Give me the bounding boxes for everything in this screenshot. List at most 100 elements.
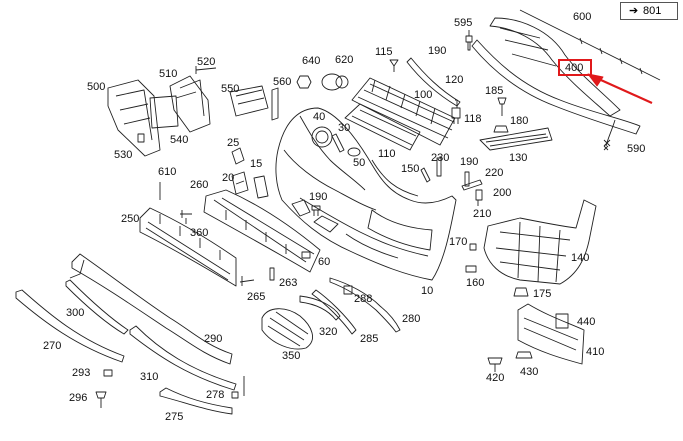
part-50-cap: [347, 147, 361, 157]
part-150-clip: [420, 167, 431, 183]
part-170-clip: [469, 243, 477, 251]
part-label-185[interactable]: 185: [485, 85, 504, 97]
part-350-grille: [261, 308, 313, 350]
part-263-clip: [269, 267, 275, 281]
part-25-clip: [231, 147, 245, 165]
part-115-screw: [389, 59, 399, 72]
part-label-420[interactable]: 420: [486, 372, 505, 384]
part-label-265[interactable]: 265: [247, 291, 266, 303]
part-410-plate-holder: [517, 303, 585, 365]
part-label-530[interactable]: 530: [114, 149, 133, 161]
part-label-190-top[interactable]: 190: [428, 45, 447, 57]
part-label-60[interactable]: 60: [318, 256, 331, 268]
reference-box[interactable]: ➔ 801: [620, 2, 678, 20]
part-label-10[interactable]: 10: [421, 285, 434, 297]
part-230-clip: [436, 157, 442, 177]
part-275-trim: [159, 387, 233, 415]
part-label-296[interactable]: 296: [69, 392, 88, 404]
part-label-640[interactable]: 640: [302, 55, 321, 67]
part-label-520[interactable]: 520: [197, 56, 216, 68]
part-label-160[interactable]: 160: [466, 277, 485, 289]
part-label-40[interactable]: 40: [313, 111, 326, 123]
part-label-230[interactable]: 230: [431, 152, 450, 164]
part-430-nut: [515, 351, 533, 359]
part-label-360[interactable]: 360: [190, 227, 209, 239]
part-label-190-low[interactable]: 190: [309, 191, 328, 203]
part-label-595[interactable]: 595: [454, 17, 473, 29]
part-label-278[interactable]: 278: [206, 389, 225, 401]
part-label-285[interactable]: 285: [360, 333, 379, 345]
part-15-fastener: [253, 175, 269, 199]
part-label-250[interactable]: 250: [121, 213, 140, 225]
part-175-clip: [513, 287, 529, 297]
part-label-30[interactable]: 30: [338, 122, 351, 134]
part-label-320[interactable]: 320: [319, 326, 338, 338]
part-220-clip: [461, 179, 483, 191]
part-label-610[interactable]: 610: [158, 166, 177, 178]
part-label-560[interactable]: 560: [273, 76, 292, 88]
part-label-275[interactable]: 275: [165, 411, 184, 423]
part-label-270[interactable]: 270: [43, 340, 62, 352]
part-560-bracket: [271, 87, 279, 121]
part-label-510[interactable]: 510: [159, 68, 178, 80]
callout-arrow: [591, 74, 653, 105]
part-label-430[interactable]: 430: [520, 366, 539, 378]
part-label-130[interactable]: 130: [509, 152, 528, 164]
part-510-bracket: [149, 75, 211, 133]
part-label-550[interactable]: 550: [221, 83, 240, 95]
part-label-210[interactable]: 210: [473, 208, 492, 220]
part-label-118[interactable]: 118: [464, 113, 482, 125]
part-label-180[interactable]: 180: [510, 115, 529, 127]
part-label-100[interactable]: 100: [414, 89, 433, 101]
part-278-clip: [231, 376, 245, 399]
part-label-280[interactable]: 280: [402, 313, 421, 325]
part-label-15[interactable]: 15: [250, 158, 263, 170]
part-label-440[interactable]: 440: [577, 316, 596, 328]
part-label-288[interactable]: 288: [354, 293, 373, 305]
part-288-clip: [343, 285, 353, 295]
part-label-170[interactable]: 170: [449, 236, 468, 248]
part-label-350[interactable]: 350: [282, 350, 301, 362]
part-label-150[interactable]: 150: [401, 163, 420, 175]
part-label-140[interactable]: 140: [571, 252, 590, 264]
part-label-400[interactable]: 400: [565, 62, 584, 74]
part-label-115[interactable]: 115: [375, 46, 393, 58]
part-label-500[interactable]: 500: [87, 81, 106, 93]
part-label-410[interactable]: 410: [586, 346, 605, 358]
part-590-clip: [603, 139, 611, 147]
part-label-263[interactable]: 263: [279, 277, 298, 289]
part-label-50[interactable]: 50: [353, 157, 366, 169]
part-label-25[interactable]: 25: [227, 137, 240, 149]
part-300-trim: [65, 279, 129, 335]
part-label-300[interactable]: 300: [66, 307, 85, 319]
part-label-600[interactable]: 600: [573, 11, 592, 23]
part-600-absorber: [471, 9, 661, 151]
part-label-175[interactable]: 175: [533, 288, 552, 300]
part-label-590[interactable]: 590: [627, 143, 646, 155]
part-190-mid-clip: [311, 205, 321, 216]
part-30-bracket: [331, 133, 345, 153]
part-160-clip: [465, 265, 477, 273]
part-label-620[interactable]: 620: [335, 54, 354, 66]
part-140-bracket: [483, 199, 597, 285]
part-label-190-mid[interactable]: 190: [460, 156, 479, 168]
highlight-box: [558, 59, 592, 76]
part-550-radar: [229, 85, 269, 117]
part-label-260[interactable]: 260: [190, 179, 209, 191]
part-label-20[interactable]: 20: [222, 172, 235, 184]
part-label-540[interactable]: 540: [170, 134, 189, 146]
part-label-120[interactable]: 120: [445, 74, 464, 86]
part-label-110[interactable]: 110: [378, 148, 396, 160]
part-label-293[interactable]: 293: [72, 367, 91, 379]
part-285-strip: [311, 289, 357, 335]
part-label-220[interactable]: 220: [485, 167, 504, 179]
part-620-sensor: [321, 73, 349, 91]
part-label-290[interactable]: 290: [204, 333, 223, 345]
part-440-clip: [555, 313, 569, 329]
part-270-trim: [15, 289, 125, 363]
part-260-reinforcement: [203, 189, 321, 273]
part-label-310[interactable]: 310: [140, 371, 159, 383]
part-label-200[interactable]: 200: [493, 187, 512, 199]
